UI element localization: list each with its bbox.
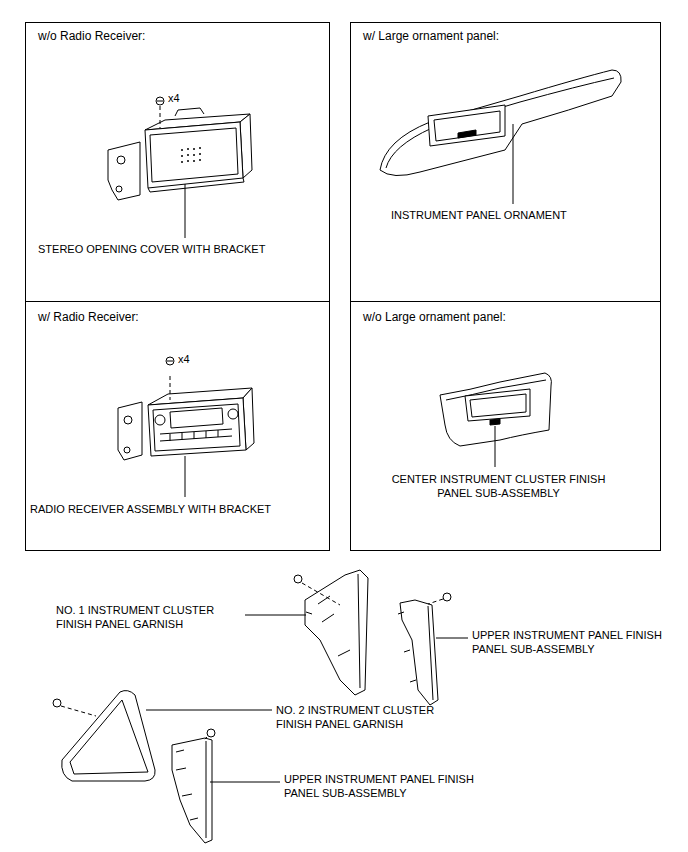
part-name: NO. 1 INSTRUMENT CLUSTER FINISH PANEL GA… xyxy=(56,603,234,632)
stereo-cover-drawing xyxy=(187,148,189,150)
garnish-1-drawing xyxy=(245,570,368,695)
stereo-cover-drawing xyxy=(181,149,183,151)
upper-panel-bottom-drawing xyxy=(172,738,212,843)
stereo-cover-drawing xyxy=(157,101,163,102)
option-heading: w/ Radio Receiver: xyxy=(38,310,308,326)
radio-receiver-drawing xyxy=(155,415,165,425)
radio-receiver-drawing xyxy=(170,376,171,400)
option-panel: w/ Radio Receiver: RADIO RECEIVER ASSEMBL… xyxy=(25,301,330,551)
radio-receiver-drawing xyxy=(118,357,254,497)
stereo-cover-drawing xyxy=(187,154,189,156)
ornament-drawing xyxy=(458,130,476,138)
center-finish-panel-drawing xyxy=(495,426,496,467)
stereo-cover-drawing xyxy=(187,160,189,162)
stereo-cover-drawing xyxy=(181,155,183,157)
stereo-cover-drawing xyxy=(193,148,195,150)
option-panel: w/o Large ornament panel: CENTER INSTRUME… xyxy=(350,301,661,551)
radio-receiver-drawing xyxy=(170,408,223,428)
ornament-drawing xyxy=(386,78,614,168)
radio-receiver-drawing xyxy=(185,456,186,497)
part-name: RADIO RECEIVER ASSEMBLY WITH BRACKET xyxy=(30,502,325,516)
part-name: CENTER INSTRUMENT CLUSTER FINISH PANEL S… xyxy=(391,472,606,501)
stereo-cover-drawing xyxy=(108,142,140,200)
upper-panel-bottom-drawing xyxy=(207,729,215,737)
garnish-2-drawing xyxy=(146,710,272,711)
stereo-cover-drawing xyxy=(193,154,195,156)
stereo-cover-drawing xyxy=(148,178,244,192)
upper-panel-bottom-drawing xyxy=(206,741,207,838)
radio-receiver-drawing xyxy=(153,404,240,451)
center-finish-panel-drawing xyxy=(440,373,551,446)
upper-panel-right-drawing xyxy=(428,606,433,700)
garnish-2-drawing xyxy=(53,691,272,781)
upper-panel-bottom-drawing xyxy=(204,737,207,740)
stereo-cover-drawing xyxy=(181,161,183,163)
ornament-drawing xyxy=(434,111,500,141)
upper-panel-right-drawing xyxy=(400,600,438,705)
upper-panel-bottom-drawing xyxy=(176,750,198,820)
stereo-cover-drawing xyxy=(108,97,252,238)
option-heading: w/ Large ornament panel: xyxy=(363,29,643,45)
stereo-cover-drawing xyxy=(145,122,243,188)
radio-receiver-drawing xyxy=(124,447,130,453)
radio-receiver-drawing xyxy=(166,357,174,365)
option-panel: w/o Radio Receiver: STEREO OPENING COVER … xyxy=(25,22,330,302)
ornament-drawing xyxy=(380,70,621,176)
stereo-cover-drawing xyxy=(156,97,164,105)
stereo-cover-drawing xyxy=(199,153,201,155)
radio-receiver-drawing xyxy=(228,409,238,419)
part-name: UPPER INSTRUMENT PANEL FINISH PANEL SUB-… xyxy=(284,772,499,801)
option-heading: w/o Radio Receiver: xyxy=(38,29,308,45)
radio-receiver-drawing xyxy=(160,429,232,441)
stereo-cover-drawing xyxy=(199,159,201,161)
stereo-cover-drawing xyxy=(199,147,201,149)
center-finish-panel-drawing xyxy=(440,373,551,467)
upper-panel-right-drawing xyxy=(428,599,443,604)
garnish-1-drawing xyxy=(305,570,368,695)
option-heading: w/o Large ornament panel: xyxy=(363,310,643,326)
stereo-cover-drawing xyxy=(116,186,122,192)
upper-panel-bottom-drawing xyxy=(172,729,280,843)
stereo-cover-drawing xyxy=(181,147,201,163)
upper-panel-right-drawing xyxy=(398,612,416,682)
stereo-cover-drawing xyxy=(193,160,195,162)
radio-receiver-drawing xyxy=(148,398,246,456)
part-name: INSTRUMENT PANEL ORNAMENT xyxy=(391,208,641,222)
garnish-2-drawing xyxy=(62,691,155,781)
garnish-2-drawing xyxy=(61,706,96,716)
center-finish-panel-drawing xyxy=(490,419,500,425)
stereo-cover-drawing xyxy=(160,106,161,128)
ornament-drawing xyxy=(428,105,505,146)
garnish-1-drawing xyxy=(306,596,350,656)
part-name: NO. 2 INSTRUMENT CLUSTER FINISH PANEL GA… xyxy=(276,703,454,732)
quantity-note: x4 xyxy=(168,91,198,105)
stereo-cover-drawing xyxy=(185,184,186,238)
part-name: UPPER INSTRUMENT PANEL FINISH PANEL SUB-… xyxy=(472,628,662,657)
upper-panel-right-drawing xyxy=(398,593,468,705)
garnish-1-drawing xyxy=(302,583,340,605)
garnish-1-drawing xyxy=(358,574,360,688)
stereo-cover-drawing xyxy=(117,156,125,164)
center-finish-panel-drawing xyxy=(465,389,530,421)
garnish-1-drawing xyxy=(294,575,302,583)
center-finish-panel-drawing xyxy=(470,394,526,417)
upper-panel-right-drawing xyxy=(443,593,451,601)
part-name: STEREO OPENING COVER WITH BRACKET xyxy=(38,242,318,256)
garnish-2-drawing xyxy=(53,699,61,707)
garnish-1-drawing xyxy=(245,615,306,616)
radio-receiver-drawing xyxy=(124,416,132,424)
stereo-cover-drawing xyxy=(175,108,204,116)
upper-panel-right-drawing xyxy=(436,638,468,639)
radio-receiver-drawing xyxy=(118,402,142,460)
upper-panel-bottom-drawing xyxy=(210,782,280,783)
quantity-note: x4 xyxy=(178,352,208,366)
ornament-drawing xyxy=(380,70,621,204)
garnish-2-drawing xyxy=(70,700,148,774)
stereo-cover-drawing xyxy=(150,128,238,182)
option-panel: w/ Large ornament panel: INSTRUMENT PANEL… xyxy=(350,22,661,302)
radio-receiver-drawing xyxy=(167,361,173,362)
radio-receiver-drawing xyxy=(170,430,218,441)
ornament-drawing xyxy=(513,124,514,204)
